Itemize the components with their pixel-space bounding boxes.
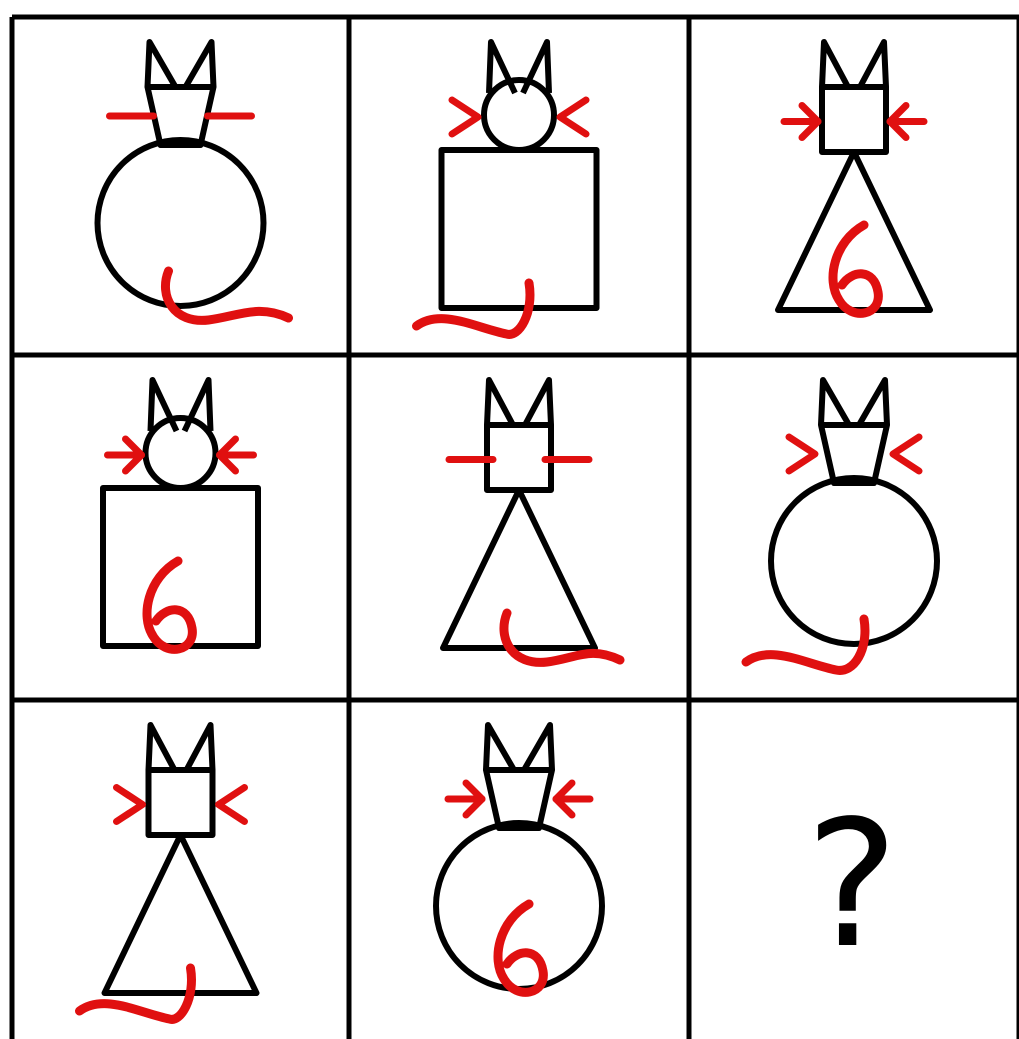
question-mark: ? [806,784,899,987]
missing-cell[interactable]: ? [806,784,899,987]
